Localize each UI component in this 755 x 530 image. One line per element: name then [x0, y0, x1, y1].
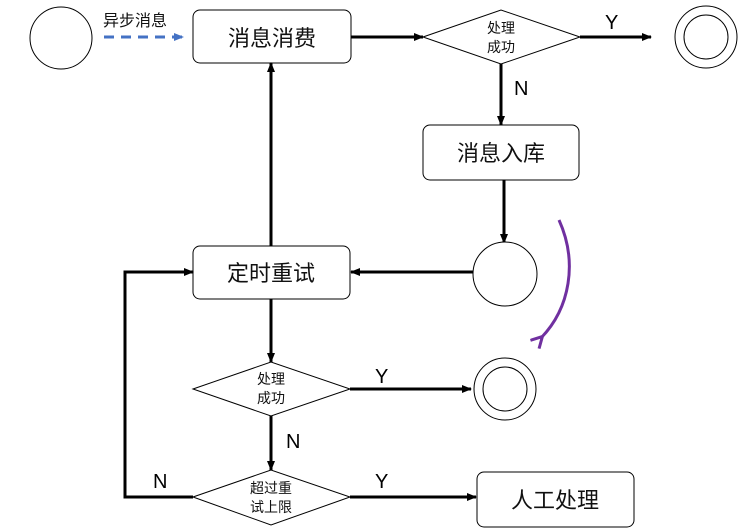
decision1-label-line2: 成功: [487, 40, 515, 56]
decision1-label-line1: 处理: [487, 21, 515, 37]
decision2-yes-label: Y: [375, 366, 388, 388]
end2-node: [473, 357, 537, 421]
async-message-label: 异步消息: [103, 11, 167, 30]
store-box[interactable]: [422, 124, 580, 181]
decision3-diamond[interactable]: [191, 469, 352, 526]
start-node: [29, 6, 93, 70]
decision3-no-label: N: [153, 471, 167, 493]
end1-node: [674, 5, 738, 69]
decision1-no-label: N: [514, 78, 528, 100]
decision3-yes-label: Y: [375, 471, 388, 493]
retry-label: 定时重试: [227, 262, 315, 287]
manual-box[interactable]: [476, 471, 635, 528]
decision2-label-line2: 成功: [257, 391, 285, 407]
decision3-no-arrow: [123, 268, 194, 499]
manual-label: 人工处理: [511, 489, 599, 514]
decision2-diamond[interactable]: [191, 361, 352, 417]
decision3-label-line2: 试上限: [250, 500, 292, 516]
decision2-label-line1: 处理: [257, 372, 285, 388]
curved-annotation-arrow: [541, 219, 571, 338]
junction-node: [472, 241, 538, 307]
store-label: 消息入库: [457, 142, 545, 167]
consume-label: 消息消费: [228, 27, 316, 52]
decision3-label-line1: 超过重: [250, 481, 292, 497]
decision2-no-label: N: [286, 431, 300, 453]
decision1-yes-label: Y: [605, 12, 618, 34]
